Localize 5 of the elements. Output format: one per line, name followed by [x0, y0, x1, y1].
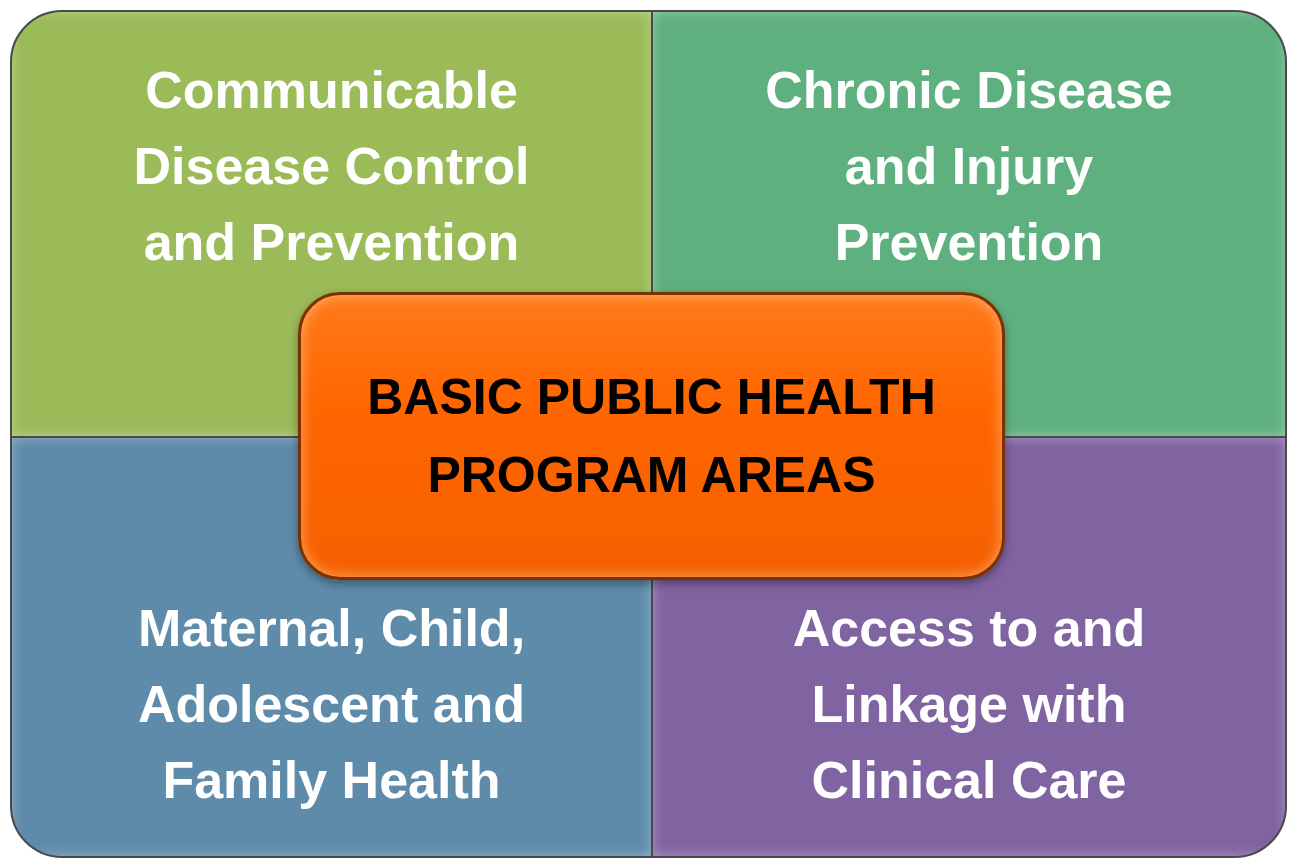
area-label: Chronic Disease and Injury Prevention	[719, 52, 1219, 280]
center-box	[298, 292, 1005, 580]
area-label: Communicable Disease Control and Prevention	[81, 52, 582, 280]
title-text: BASIC PUBLIC HEALTH PROGRAM AREAS	[366, 368, 937, 505]
area-label: Access to and Linkage with Clinical Care	[719, 590, 1219, 818]
